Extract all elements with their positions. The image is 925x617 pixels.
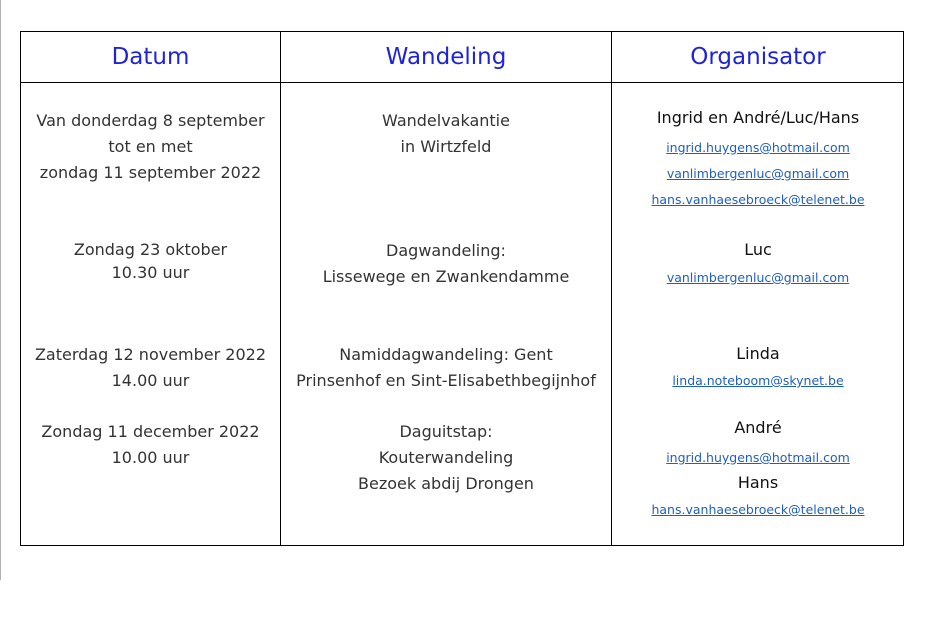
datum-line: tot en met <box>108 137 193 156</box>
wandeling-line: Dagwandeling: <box>386 241 506 260</box>
email-link[interactable]: vanlimbergenluc@gmail.com <box>666 270 850 285</box>
datum-line: 10.30 uur <box>111 263 190 282</box>
datum-line: Zondag 11 december 2022 <box>41 422 260 441</box>
email-link[interactable]: vanlimbergenluc@gmail.com <box>666 166 850 181</box>
email-link[interactable]: hans.vanhaesebroeck@telenet.be <box>651 192 865 207</box>
wandeling-line: Lissewege en Zwankendamme <box>322 267 570 286</box>
row-4-organisator-2: Hans <box>737 473 779 492</box>
row-2-wandeling: Dagwandeling: Lissewege en Zwankendamme <box>281 238 611 290</box>
wandeling-line: Daguitstap: <box>399 422 493 441</box>
row-3-datum: Zaterdag 12 november 2022 14.00 uur <box>21 342 280 394</box>
row-2-organisator: Luc <box>744 240 772 259</box>
datum-line: zondag 11 september 2022 <box>39 163 262 182</box>
row-2-datum: Zondag 23 oktober 10.30 uur <box>21 238 280 284</box>
datum-line: Van donderdag 8 september <box>36 111 265 130</box>
wandeling-line: Bezoek abdij Drongen <box>358 474 534 493</box>
email-link[interactable]: ingrid.huygens@hotmail.com <box>666 140 850 155</box>
row-4-organisator: André <box>734 418 782 437</box>
datum-line: Zondag 23 oktober <box>73 240 228 259</box>
wandeling-line: Wandelvakantie <box>382 111 510 130</box>
row-3-wandeling: Namiddagwandeling: Gent Prinsenhof en Si… <box>281 342 611 394</box>
row-4-datum: Zondag 11 december 2022 10.00 uur <box>21 419 280 471</box>
email-link[interactable]: hans.vanhaesebroeck@telenet.be <box>651 502 865 517</box>
row-4-wandeling: Daguitstap: Kouterwandeling Bezoek abdij… <box>281 419 611 497</box>
row-3-organisator: Linda <box>736 344 780 363</box>
page-edge <box>0 0 1 580</box>
datum-line: Zaterdag 12 november 2022 <box>34 345 267 364</box>
header-wandeling: Wandeling <box>385 44 507 70</box>
wandeling-line: Prinsenhof en Sint-Elisabethbegijnhof <box>296 371 596 390</box>
wandeling-line: in Wirtzfeld <box>400 137 492 156</box>
column-divider <box>611 32 612 545</box>
wandeling-line: Namiddagwandeling: Gent <box>339 345 553 364</box>
row-1-datum: Van donderdag 8 september tot en met zon… <box>21 108 280 186</box>
datum-line: 14.00 uur <box>111 371 190 390</box>
row-1-organisator: Ingrid en André/Luc/Hans <box>656 108 860 127</box>
column-divider <box>280 32 281 545</box>
header-organisator: Organisator <box>690 44 826 70</box>
email-link[interactable]: linda.noteboom@skynet.be <box>672 373 844 388</box>
schedule-table: Datum Wandeling Organisator Van donderda… <box>20 31 904 546</box>
wandeling-line: Kouterwandeling <box>378 448 514 467</box>
datum-line: 10.00 uur <box>111 448 190 467</box>
email-link[interactable]: ingrid.huygens@hotmail.com <box>666 450 850 465</box>
row-1-wandeling: Wandelvakantie in Wirtzfeld <box>281 108 611 160</box>
header-datum: Datum <box>111 44 190 70</box>
header-divider <box>21 82 903 83</box>
